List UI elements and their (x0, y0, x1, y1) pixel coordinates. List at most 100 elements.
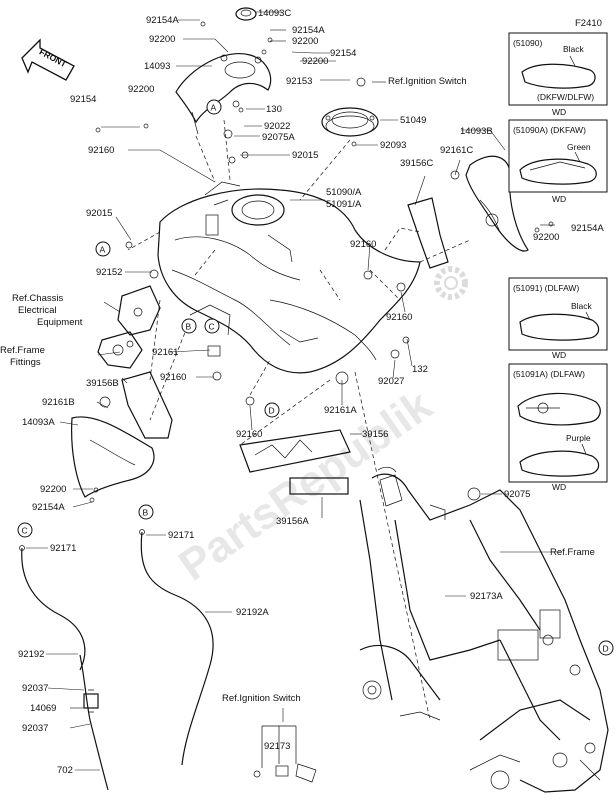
label-92154: 92154 (70, 94, 96, 105)
label-92160: 92160 (236, 429, 262, 440)
gear-logo-icon (434, 266, 468, 300)
label-92015: 92015 (292, 150, 318, 161)
label-92173a: 92173A (470, 591, 503, 602)
svg-text:B: B (143, 508, 149, 518)
label-92154a: 92154A (292, 25, 325, 36)
variant-box-51090: (51090) Black (DKFW/DLFW) WD (508, 32, 608, 117)
watermark: PartsRepublik (170, 380, 441, 590)
fuel-tank (157, 181, 421, 374)
frame-fitting (97, 331, 143, 369)
label-92037: 92037 (22, 683, 48, 694)
label-92160: 92160 (160, 372, 186, 383)
leader-lines (26, 11, 562, 771)
left-cover-14093a (71, 416, 155, 498)
label-92160: 92160 (350, 239, 376, 250)
label-ref-chassis-3: Equipment (37, 317, 83, 328)
label-92192: 92192 (18, 649, 44, 660)
label-92161a: 92161A (324, 405, 357, 416)
svg-text:WD: WD (552, 482, 566, 492)
label-ref-ignition-switch: Ref.Ignition Switch (222, 693, 301, 704)
label-702: 702 (57, 765, 73, 776)
label-92200: 92200 (292, 36, 318, 47)
callout-d-frame: D (598, 640, 614, 656)
svg-text:D: D (603, 644, 609, 654)
callout-a-top: A (206, 99, 222, 115)
diagram-code: F2410 (575, 18, 602, 29)
label-14093a: 14093A (22, 417, 55, 428)
svg-text:WD: WD (552, 107, 566, 117)
label-92075a: 92075A (262, 132, 295, 143)
right-cover-14093b (465, 155, 529, 252)
svg-text:WD: WD (552, 350, 566, 360)
label-51049: 51049 (400, 115, 426, 126)
label-92200: 92200 (128, 84, 154, 95)
pad-39156a (289, 477, 349, 495)
label-92075: 92075 (504, 489, 530, 500)
frame (359, 466, 609, 793)
svg-text:(51090): (51090) (513, 38, 542, 48)
label-14069: 14069 (30, 703, 56, 714)
electrical-bracket (117, 285, 161, 336)
label-14093: 14093 (144, 61, 170, 72)
label-14093c: 14093C (258, 8, 291, 19)
label-92161: 92161 (152, 347, 178, 358)
svg-text:WD: WD (552, 194, 566, 204)
label-51090a: 51090/A (326, 187, 362, 198)
label-92171: 92171 (50, 543, 76, 554)
label-92154a: 92154A (146, 15, 179, 26)
front-arrow-icon: FRONT (21, 38, 75, 81)
label-92160: 92160 (88, 145, 114, 156)
label-92173: 92173 (264, 741, 290, 752)
hose-92192a (139, 529, 214, 766)
svg-text:Black: Black (563, 44, 585, 54)
label-51091a: 51091/A (326, 199, 362, 210)
label-92161b: 92161B (42, 397, 75, 408)
label-ref-ignition-switch: Ref.Ignition Switch (388, 76, 467, 87)
label-92154: 92154 (330, 48, 356, 59)
label-92153: 92153 (286, 76, 312, 87)
label-92200: 92200 (40, 484, 66, 495)
variant-box-51090a: (51090A) (DKFAW) Green WD (508, 119, 608, 204)
svg-text:A: A (211, 103, 217, 113)
label-39156b: 39156B (86, 378, 119, 389)
variant-box-51091a: (51091A) (DLFAW) Purple WD (508, 363, 608, 492)
svg-text:C: C (22, 526, 28, 536)
svg-text:Green: Green (567, 142, 591, 152)
label-92160: 92160 (386, 312, 412, 323)
svg-text:(51091A) (DLFAW): (51091A) (DLFAW) (513, 369, 585, 379)
callout-b-mid: B (181, 318, 197, 334)
pad-39156b (121, 371, 173, 439)
label-92093: 92093 (380, 140, 406, 151)
label-39156: 39156 (362, 429, 388, 440)
hose-702 (89, 719, 109, 791)
label-92027: 92027 (378, 376, 404, 387)
callout-d-mid: D (264, 402, 280, 418)
label-39156a: 39156A (276, 516, 309, 527)
svg-text:B: B (186, 322, 192, 332)
label-92152: 92152 (96, 267, 122, 278)
svg-text:A: A (100, 245, 106, 255)
label-92200: 92200 (533, 232, 559, 243)
label-92022: 92022 (264, 121, 290, 132)
label-92200: 92200 (149, 34, 175, 45)
label-92200: 92200 (302, 56, 328, 67)
svg-text:Black: Black (571, 301, 593, 311)
label-132: 132 (412, 364, 428, 375)
label-ref-chassis-2: Electrical (18, 305, 57, 316)
svg-text:(51091) (DLFAW): (51091) (DLFAW) (513, 283, 579, 293)
callout-c-mid: C (204, 318, 220, 334)
hose-92171-c (19, 545, 86, 671)
filter-14069 (83, 689, 99, 713)
fuel-cap (321, 107, 379, 137)
label-92171: 92171 (168, 530, 194, 541)
hose-92192 (79, 654, 91, 721)
svg-text:C: C (209, 322, 215, 332)
svg-text:D: D (269, 406, 275, 416)
svg-text:Purple: Purple (566, 433, 591, 443)
grommet-14093c (235, 7, 257, 21)
label-ref-frame-fittings-2: Fittings (10, 357, 41, 368)
ignition-switch-parts (253, 725, 317, 783)
label-ref-chassis: Ref.Chassis (12, 293, 63, 304)
